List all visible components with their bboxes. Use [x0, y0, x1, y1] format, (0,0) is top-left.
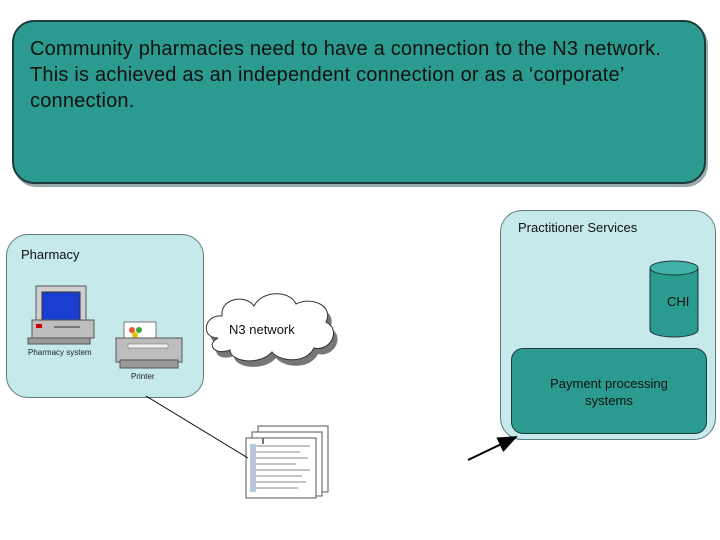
intro-banner: Community pharmacies need to have a conn… — [12, 20, 706, 184]
pharmacy-system-label: Pharmacy system — [28, 348, 92, 357]
chi-label: CHI — [667, 294, 689, 309]
payment-processing-label-line2: systems — [585, 393, 633, 408]
database-icon — [649, 260, 699, 338]
printer-label: Printer — [131, 372, 155, 381]
practitioner-services-title: Practitioner Services — [518, 220, 638, 235]
cloud-icon — [206, 293, 338, 367]
n3-network-label: N3 network — [229, 322, 295, 337]
printer-to-forms-connector — [145, 395, 249, 459]
computer-icon — [27, 285, 95, 345]
forms-to-payment-arrow — [467, 436, 518, 461]
practitioner-services-panel: Practitioner Services Payment processing… — [500, 210, 716, 440]
intro-text: Community pharmacies need to have a conn… — [30, 38, 662, 112]
printer-icon — [115, 321, 183, 369]
prescription-forms-icon — [245, 425, 329, 499]
payment-processing-label-line1: Payment processing — [550, 376, 668, 391]
pharmacy-title: Pharmacy — [21, 247, 80, 262]
payment-processing-box: Payment processing systems — [511, 348, 707, 434]
